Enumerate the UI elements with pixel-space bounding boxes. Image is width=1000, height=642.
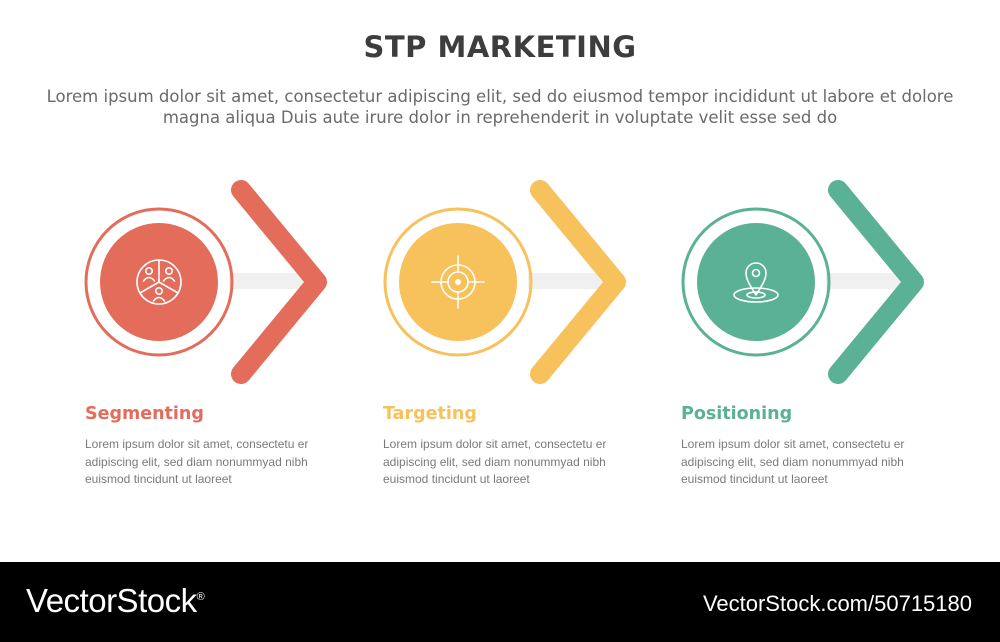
stage-title-positioning: Positioning (681, 404, 793, 424)
footer-logo-text: VectorStock (26, 582, 197, 619)
connector-bar (229, 273, 304, 289)
crosshair-icon (431, 255, 485, 309)
stage-positioning (681, 180, 961, 384)
stage-body-targeting: Lorem ipsum dolor sit amet, consectetu e… (383, 437, 607, 486)
segmentation-icon (136, 259, 182, 305)
stage-title-segmenting: Segmenting (85, 404, 204, 424)
footer-watermark-bar: VectorStock® VectorStock.com/50715180 (0, 562, 1000, 642)
stage-graphic (84, 180, 327, 384)
inner-circle (697, 223, 815, 341)
stage-graphic (681, 180, 924, 384)
infographic-title: STP MARKETING (363, 30, 637, 64)
chevron-arrow-icon (530, 180, 626, 384)
stage-body-positioning: Lorem ipsum dolor sit amet, consectetu e… (681, 437, 905, 486)
outer-ring (84, 207, 234, 357)
location-pin-icon (733, 262, 779, 303)
connector-bar (528, 273, 603, 289)
stage-graphic (383, 180, 626, 384)
chevron-arrow-icon (231, 180, 327, 384)
infographic-subtitle: Lorem ipsum dolor sit amet, consectetur … (46, 87, 954, 127)
stage-title-targeting: Targeting (383, 404, 477, 424)
footer-logo: VectorStock® (26, 582, 205, 620)
footer-url: VectorStock.com/50715180 (702, 591, 972, 616)
outer-ring (681, 207, 831, 357)
chevron-arrow-icon (828, 180, 924, 384)
stage-targeting (383, 180, 663, 384)
stage-body-segmenting: Lorem ipsum dolor sit amet, consectetu e… (85, 437, 309, 486)
stage-segmenting (84, 180, 364, 384)
outer-ring (383, 207, 533, 357)
registered-mark: ® (196, 591, 205, 603)
connector-bar (826, 273, 901, 289)
